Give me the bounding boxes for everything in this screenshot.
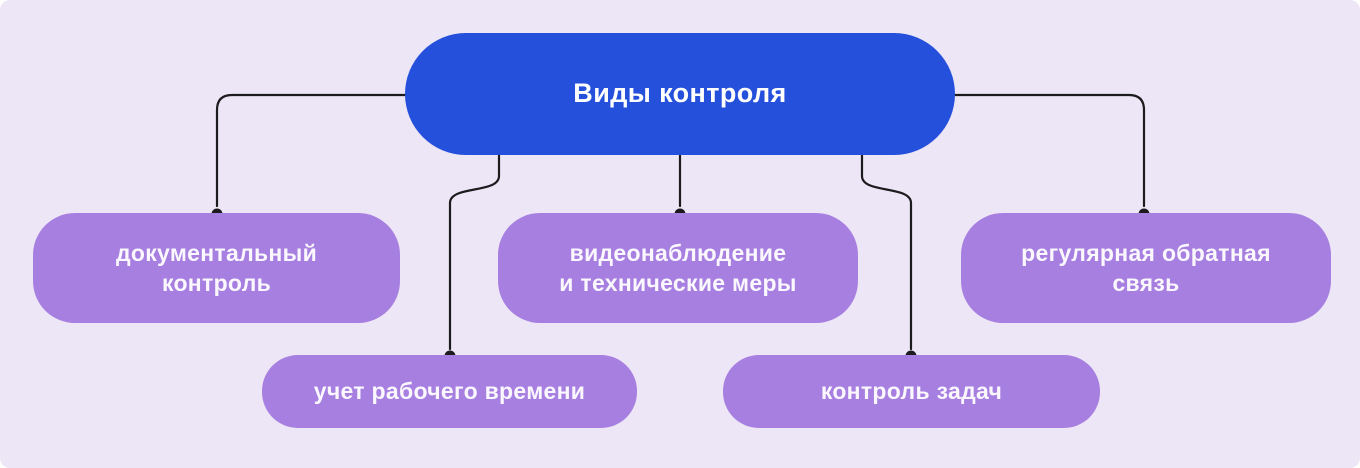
node-task-control: контроль задач xyxy=(723,355,1100,428)
connector-to-documentary xyxy=(215,93,407,208)
node-documentary-control: документальный контроль xyxy=(33,213,400,323)
connector-to-feedback xyxy=(953,93,1146,208)
node-video-surveillance: видеонаблюдение и технические меры xyxy=(498,213,858,323)
connector-to-tasks xyxy=(860,153,913,351)
node-regular-feedback: регулярная обратная связь xyxy=(961,213,1331,323)
root-node-types-of-control: Виды контроля xyxy=(405,33,955,155)
node-time-tracking: учет рабочего времени xyxy=(262,355,637,428)
connector-to-time xyxy=(448,153,501,351)
